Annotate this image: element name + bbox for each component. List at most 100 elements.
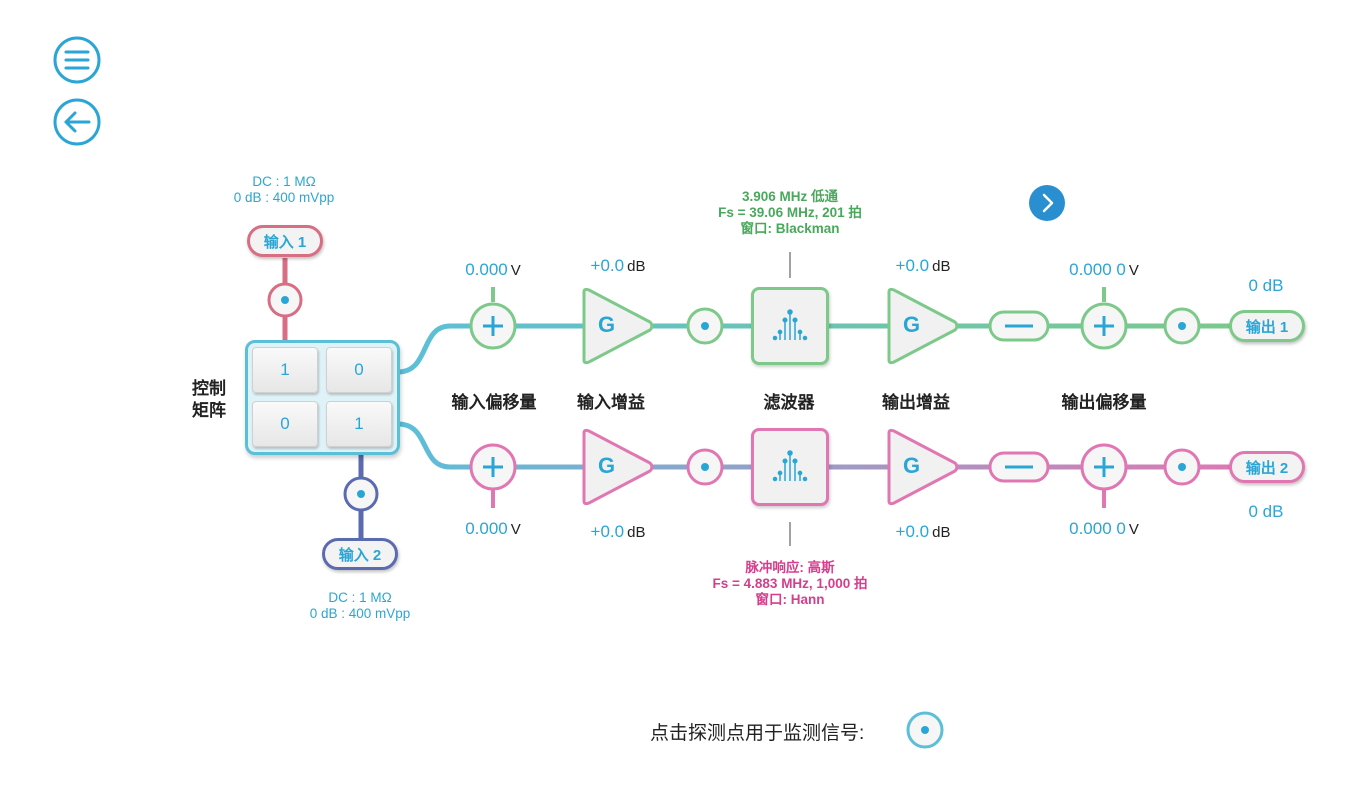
- ch2-filter-info: 脉冲响应: 高斯 Fs = 4.883 MHz, 1,000 拍 窗口: Han…: [713, 560, 868, 608]
- ch1-output-gain-value: +0.0: [895, 256, 930, 275]
- ch2-output-gain-value: +0.0: [895, 522, 930, 541]
- ch2-input-gain-block[interactable]: G: [580, 427, 656, 507]
- ch2-input-gain-value: +0.0: [590, 522, 625, 541]
- input1-pill[interactable]: 输入 1: [247, 225, 323, 257]
- ch2-output-offset-unit: V: [1128, 521, 1139, 538]
- matrix-label-line1: 控制: [192, 379, 226, 398]
- plus-icon: [1080, 443, 1128, 491]
- matrix-cell-2-2[interactable]: 1: [326, 401, 392, 447]
- ch1-invert-toggle[interactable]: [988, 310, 1050, 342]
- plus-icon: [1080, 302, 1128, 350]
- ch1-output-offset-node[interactable]: [1079, 301, 1129, 351]
- probe-input1[interactable]: [265, 280, 305, 320]
- matrix-cell-value: 0: [354, 360, 364, 379]
- ch2-output-gain-symbol: G: [903, 453, 921, 478]
- probe-icon: [267, 282, 303, 318]
- ch2-output-level: 0 dB: [1248, 502, 1284, 521]
- matrix-cell-1-1[interactable]: 1: [252, 347, 318, 393]
- ch1-input-offset-unit: V: [510, 262, 521, 279]
- minus-icon: [988, 451, 1050, 483]
- ch1-input-offset-value: 0.000: [465, 260, 508, 279]
- ch1-filter-window: 窗口: Blackman: [740, 221, 840, 236]
- ch1-output-gain-symbol: G: [903, 312, 921, 337]
- plus-icon: [469, 443, 517, 491]
- probe-icon: [343, 476, 379, 512]
- menu-button[interactable]: [52, 35, 102, 85]
- matrix-cell-value: 1: [280, 360, 290, 379]
- probe-ch2-pre-filter[interactable]: [685, 447, 725, 487]
- gain-triangle-icon: [887, 428, 959, 506]
- input2-info: DC : 1 MΩ 0 dB : 400 mVpp: [310, 590, 411, 622]
- column-label-filter: 滤波器: [763, 393, 815, 412]
- output2-label: 输出 2: [1245, 459, 1289, 477]
- ch1-filter-block[interactable]: [751, 287, 829, 365]
- column-label-input-offset: 输入偏移量: [451, 393, 537, 412]
- ch1-filter-fs: Fs = 39.06 MHz, 201 拍: [718, 205, 862, 220]
- matrix-label-line2: 矩阵: [192, 401, 226, 420]
- ch2-filter-type: 脉冲响应: 高斯: [745, 560, 835, 575]
- column-label-output-offset: 输出偏移量: [1061, 393, 1147, 412]
- ch1-input-gain-unit: dB: [627, 258, 646, 275]
- output1-pill[interactable]: 输出 1: [1229, 310, 1305, 342]
- ch2-output-gain-unit: dB: [932, 524, 951, 541]
- matrix-cell-1-2[interactable]: 0: [326, 347, 392, 393]
- probe-icon: [906, 711, 944, 749]
- ch1-output-offset-value: 0.000 0: [1069, 260, 1126, 279]
- ch1-output-gain-unit: dB: [932, 258, 951, 275]
- column-label-output-gain: 输出增益: [882, 393, 950, 412]
- ch1-input-gain-symbol: G: [598, 312, 616, 337]
- probe-hint-text: 点击探测点用于监测信号:: [650, 723, 865, 744]
- ch2-filter-block[interactable]: [751, 428, 829, 506]
- input1-info: DC : 1 MΩ 0 dB : 400 mVpp: [234, 174, 335, 206]
- probe-icon: [1163, 448, 1201, 486]
- input2-label: 输入 2: [338, 546, 382, 564]
- ch2-input-gain-symbol: G: [598, 453, 616, 478]
- minus-icon: [988, 310, 1050, 342]
- column-label-input-gain: 输入增益: [577, 393, 645, 412]
- ch1-input-gain-value: +0.0: [590, 256, 625, 275]
- ch1-input-gain-block[interactable]: G: [580, 286, 656, 366]
- matrix-cell-value: 0: [280, 414, 290, 433]
- menu-icon: [53, 36, 101, 84]
- ch2-input-offset-value: 0.000: [465, 519, 508, 538]
- input2-pill[interactable]: 输入 2: [322, 538, 398, 570]
- input2-impedance: DC : 1 MΩ: [328, 590, 392, 605]
- ch1-output-gain-block[interactable]: G: [885, 286, 961, 366]
- input1-impedance: DC : 1 MΩ: [252, 174, 316, 189]
- output2-pill[interactable]: 输出 2: [1229, 451, 1305, 483]
- ch2-output-offset-value: 0.000 0: [1069, 519, 1126, 538]
- ch2-input-gain-unit: dB: [627, 524, 646, 541]
- matrix-label: 控制 矩阵: [192, 378, 226, 422]
- input1-range: 0 dB : 400 mVpp: [233, 190, 335, 205]
- ch2-input-offset-node[interactable]: [468, 442, 518, 492]
- probe-ch1-output[interactable]: [1162, 306, 1202, 346]
- back-button[interactable]: [52, 97, 102, 147]
- probe-icon: [686, 448, 724, 486]
- probe-input2[interactable]: [341, 474, 381, 514]
- probe-icon: [1163, 307, 1201, 345]
- next-button[interactable]: [1028, 184, 1066, 222]
- probe-ch1-pre-filter[interactable]: [685, 306, 725, 346]
- ch2-invert-toggle[interactable]: [988, 451, 1050, 483]
- matrix-cell-value: 1: [354, 414, 364, 433]
- probe-ch2-output[interactable]: [1162, 447, 1202, 487]
- gain-triangle-icon: [887, 287, 959, 365]
- filter-icon: [772, 450, 808, 482]
- ch1-output-offset-unit: V: [1128, 262, 1139, 279]
- ch1-filter-info: 3.906 MHz 低通 Fs = 39.06 MHz, 201 拍 窗口: B…: [718, 189, 862, 237]
- gain-triangle-icon: [582, 287, 654, 365]
- matrix-cell-2-1[interactable]: 0: [252, 401, 318, 447]
- control-matrix: 1 0 0 1: [245, 340, 400, 455]
- ch2-filter-window: 窗口: Hann: [755, 592, 825, 607]
- gain-triangle-icon: [582, 428, 654, 506]
- ch1-input-offset-node[interactable]: [468, 301, 518, 351]
- ch2-output-gain-block[interactable]: G: [885, 427, 961, 507]
- ch2-output-offset-node[interactable]: [1079, 442, 1129, 492]
- probe-hint-icon: [905, 710, 945, 750]
